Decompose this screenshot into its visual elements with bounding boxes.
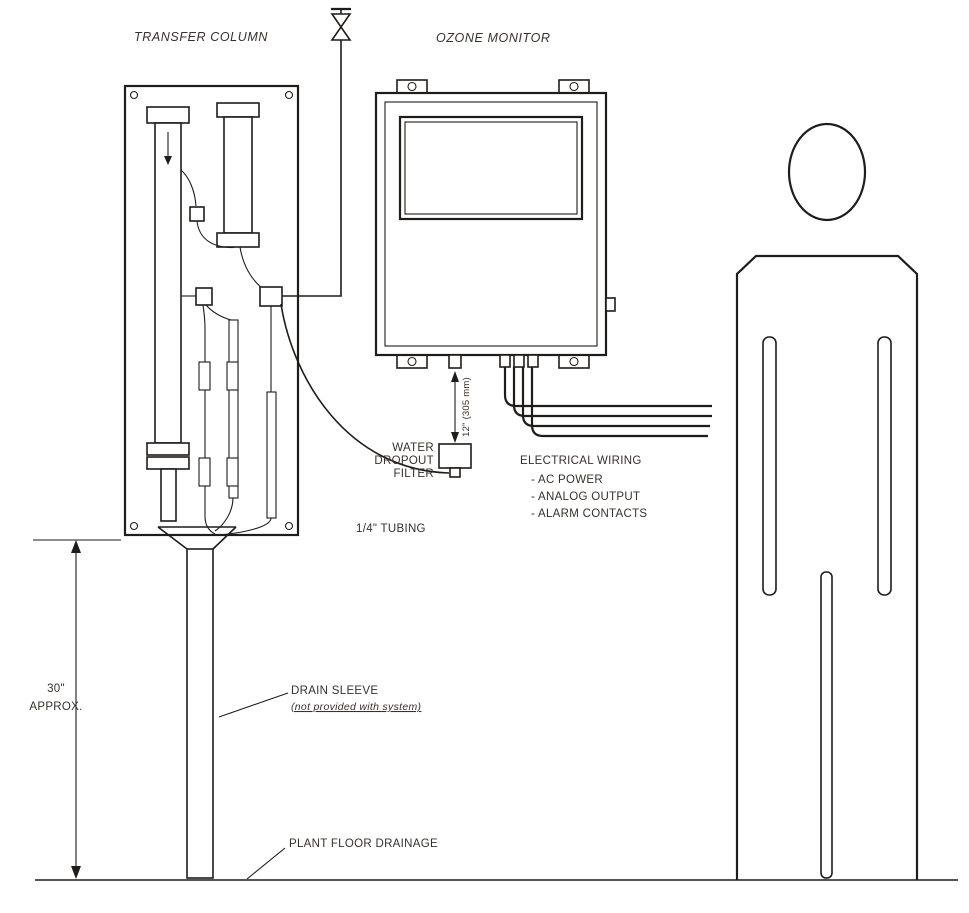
wire (512, 367, 712, 418)
tube-clamp (198, 457, 211, 487)
mount-tab-hole (407, 356, 417, 367)
conduit-fitting (527, 354, 539, 368)
filter-label-line3: FILTER (393, 468, 434, 480)
monitor-display (398, 115, 584, 221)
right-column-bottom-cap (216, 232, 260, 248)
internal-tubing (202, 304, 216, 535)
internal-tubing (196, 220, 235, 249)
filter-bottom-fitting (449, 467, 461, 478)
filter-label-line2: DROPOUT (374, 455, 434, 467)
panel-mount-hole (129, 90, 139, 100)
person-body (735, 254, 919, 880)
gap-arrow-down (451, 432, 459, 443)
electrical-wiring-heading: ELECTRICAL WIRING (520, 455, 642, 467)
tube-clamp (198, 361, 211, 391)
height-dimension-value: 30" (47, 683, 65, 695)
filter-label-line1: WATER (392, 442, 434, 454)
internal-tubing (218, 517, 272, 536)
person-leg-slot (820, 571, 833, 879)
wire (530, 367, 708, 438)
internal-tubing (205, 304, 232, 321)
mount-tab-hole (569, 356, 579, 367)
height-dimension-qualifier: APPROX. (29, 701, 82, 713)
drain-sleeve-pipe (186, 548, 214, 879)
left-column-tube (154, 122, 182, 444)
monitor-enclosure-inner (384, 101, 598, 347)
left-column-top-cap (146, 106, 190, 124)
wiring-item-ac-power: - AC POWER (531, 474, 603, 486)
right-column-top-cap (216, 102, 260, 118)
sample-tube (266, 391, 277, 519)
tube-clamp (226, 457, 239, 487)
height-dimension: 30" APPROX. (29, 539, 121, 879)
drain-sleeve-note: (not provided with system) (291, 701, 421, 713)
drain-funnel (157, 526, 237, 550)
drain-assembly: DRAIN SLEEVE (not provided with system) … (186, 548, 438, 880)
electrical-wiring-assembly: ELECTRICAL WIRING - AC POWER - ANALOG OU… (503, 367, 712, 520)
transfer-column-title: TRANSFER COLUMN (134, 30, 268, 44)
monitor-latch (605, 297, 616, 312)
tube-fitting (189, 206, 205, 222)
drain-sleeve-label: DRAIN SLEEVE (291, 685, 378, 697)
transfer-column-assembly (123, 84, 300, 550)
floor-drainage-leader-line (246, 847, 286, 880)
mount-tab-hole (407, 81, 417, 92)
left-column-flange (146, 456, 190, 470)
ozone-monitor-assembly (374, 79, 616, 369)
left-column-flange (146, 442, 190, 456)
ozone-monitor-title: OZONE MONITOR (436, 31, 551, 45)
wiring-item-alarm-contacts: - ALARM CONTACTS (531, 508, 647, 520)
person-left-arm-slot (762, 336, 777, 596)
gap-dimension-label: 12" (305 mm) (461, 377, 472, 437)
wire (503, 367, 712, 408)
internal-tubing (239, 246, 263, 289)
internal-tubing (180, 169, 197, 207)
quarter-inch-tubing (280, 303, 450, 474)
floor-drainage-label: PLANT FLOOR DRAINAGE (289, 838, 438, 850)
conduit-fitting (513, 354, 525, 368)
internal-tubing (214, 497, 234, 532)
gap-arrow-up (451, 371, 459, 382)
valve-supply-line (282, 40, 342, 297)
flow-indicator-arrow (164, 156, 172, 165)
gap-dimension: 12" (305 mm) (451, 371, 472, 443)
dimension-arrow-up (71, 540, 81, 553)
wiring-item-analog-output: - ANALOG OUTPUT (531, 491, 640, 503)
right-column-tube (223, 116, 253, 234)
water-dropout-filter (438, 443, 472, 469)
monitor-display-inner (404, 121, 578, 215)
drain-sleeve-leader-line (218, 692, 289, 718)
person-figure (735, 122, 919, 880)
tube-clamp (226, 361, 239, 391)
shutoff-valve-assembly (282, 7, 352, 297)
wire (521, 367, 710, 428)
sample-inlet-fitting (448, 354, 462, 369)
right-manifold-fitting (259, 286, 283, 307)
valve-symbol (330, 13, 352, 29)
panel-mount-hole (284, 521, 294, 531)
water-dropout-filter-assembly: WATER DROPOUT FILTER 1/4" TUBING (280, 303, 472, 535)
dimension-arrow-down (71, 866, 81, 879)
left-manifold-fitting (195, 287, 213, 306)
left-column-outlet-tube (160, 468, 177, 522)
panel-mount-hole (284, 90, 294, 100)
conduit-fitting (499, 354, 511, 368)
valve-symbol (330, 25, 352, 41)
panel-mount-hole (129, 521, 139, 531)
tubing-label: 1/4" TUBING (356, 523, 426, 535)
mount-tab-hole (569, 81, 579, 92)
person-head (787, 122, 867, 222)
person-right-arm-slot (877, 336, 892, 596)
